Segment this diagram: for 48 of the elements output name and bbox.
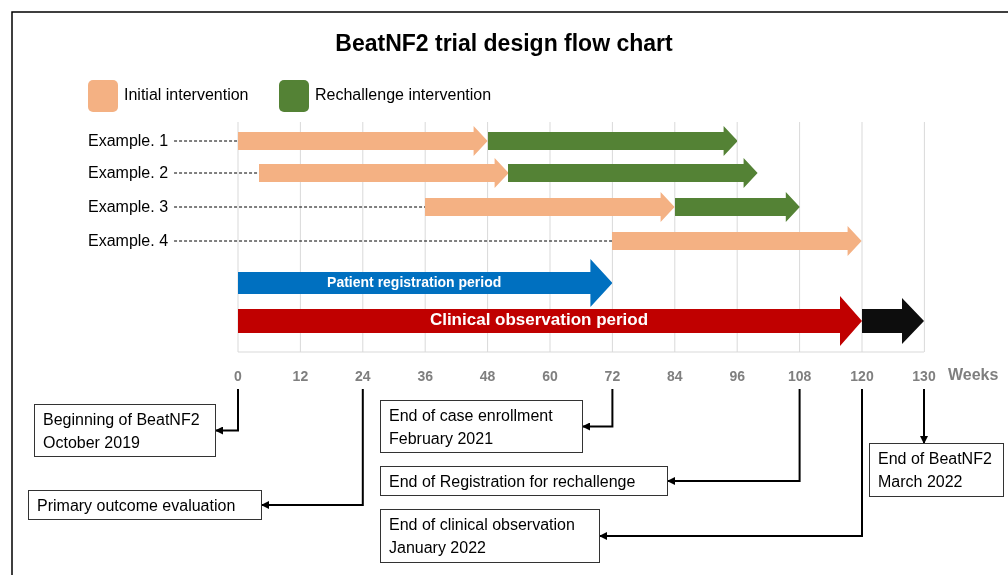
- annotation-box: End of clinical observation January 2022: [380, 509, 600, 563]
- timeline-bar: [612, 226, 862, 256]
- axis-tick-label: 0: [218, 367, 258, 385]
- annotation-box: Primary outcome evaluation: [28, 490, 262, 520]
- legend-label: Initial intervention: [124, 86, 249, 104]
- axis-tick-label: 36: [416, 367, 434, 385]
- period-label: Patient registration period: [326, 273, 503, 290]
- chart-title: BeatNF2 trial design flow chart: [334, 30, 674, 57]
- axis-tick-label: 72: [592, 367, 633, 385]
- row-label: Example. 1: [88, 131, 169, 151]
- leader-line: [173, 172, 260, 174]
- timeline-bar: [508, 158, 758, 188]
- period-label: Clinical observation period: [428, 309, 650, 330]
- row-label: Example. 3: [88, 197, 169, 217]
- axis-tick-label: 24: [342, 367, 383, 385]
- timeline-bar: [487, 126, 738, 156]
- axis-tick-label: 48: [478, 367, 497, 385]
- annotation-box: End of case enrollment February 2021: [380, 400, 583, 453]
- timeline-bar: [674, 192, 800, 222]
- axis-tick-label: 120: [842, 367, 882, 385]
- timeline-bar: [238, 126, 488, 156]
- row-label: Example. 2: [88, 163, 169, 183]
- row-label: Example. 4: [88, 231, 169, 251]
- timeline-bar: [258, 158, 509, 188]
- axis-tick-label: 84: [666, 367, 684, 385]
- arrow: [599, 388, 863, 540]
- period-bar: [238, 296, 862, 346]
- timeline-bar: [425, 192, 675, 222]
- axis-tick-label: 96: [728, 367, 746, 385]
- leader-line: [173, 206, 426, 208]
- arrow: [215, 388, 239, 435]
- arrow: [261, 388, 364, 509]
- arrow: [667, 388, 801, 485]
- period-bar: [238, 259, 613, 307]
- axis-tick-label: 12: [291, 367, 310, 385]
- leader-line: [173, 140, 239, 142]
- annotation-box: End of Registration for rechallenge: [380, 466, 668, 496]
- leader-line: [173, 240, 613, 242]
- timeline-bar: [862, 298, 924, 344]
- axis-tick-label: 60: [541, 367, 559, 385]
- axis-tick-label: 108: [779, 367, 820, 385]
- annotation-box: Beginning of BeatNF2 October 2019: [34, 404, 216, 457]
- legend-label: Rechallenge intervention: [315, 86, 492, 104]
- arrow: [582, 388, 614, 431]
- axis-unit-label: Weeks: [948, 366, 999, 384]
- annotation-box: End of BeatNF2 March 2022: [869, 443, 1004, 497]
- arrow: [920, 388, 928, 444]
- axis-tick-label: 130: [904, 367, 944, 385]
